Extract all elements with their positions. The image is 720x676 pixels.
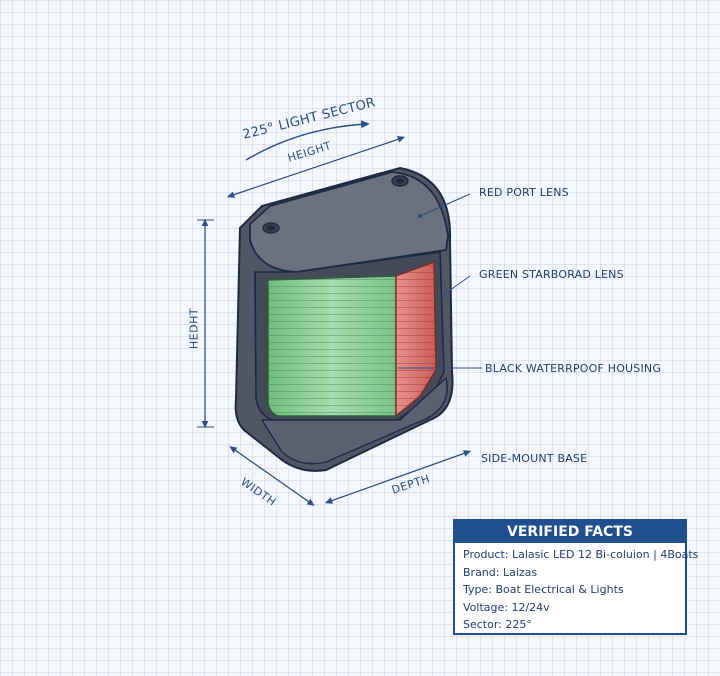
black-waterproof-housing-label: BLACK WATERRPOOF HOUSING: [485, 362, 662, 375]
depth-dimension-line: [324, 450, 472, 504]
fact-brand: Brand: Laizas: [463, 565, 538, 579]
width-dimension-line: [229, 446, 315, 506]
green-lens: [267, 275, 397, 417]
red-lens: [395, 261, 437, 418]
fact-type: Type: Boat Electrical & Lights: [463, 583, 624, 596]
fact-sector: Sector: 225°: [463, 618, 532, 631]
side-mount-base-label: SIDE-MOUNT BASE: [481, 452, 588, 465]
verified-facts-title: VERIFIED FACTS: [455, 521, 685, 543]
green-starboard-lens-label: GREEN STARBORAD LENS: [479, 268, 624, 281]
fact-voltage: Voltage: 12/24v: [463, 600, 550, 614]
green-lens-leader: [435, 275, 471, 301]
red-port-lens-label: RED PORT LENS: [479, 186, 569, 199]
verified-facts-panel: VERIFIED FACTS Product: Lalasic LED 12 B…: [453, 519, 699, 635]
fact-product: Product: Lalasic LED 12 Bi-coluion | 4Bo…: [463, 548, 699, 561]
side-height-label: HEDHT: [187, 307, 201, 350]
height-dimension-line: [226, 136, 406, 198]
red-lens-leader: [419, 193, 471, 217]
